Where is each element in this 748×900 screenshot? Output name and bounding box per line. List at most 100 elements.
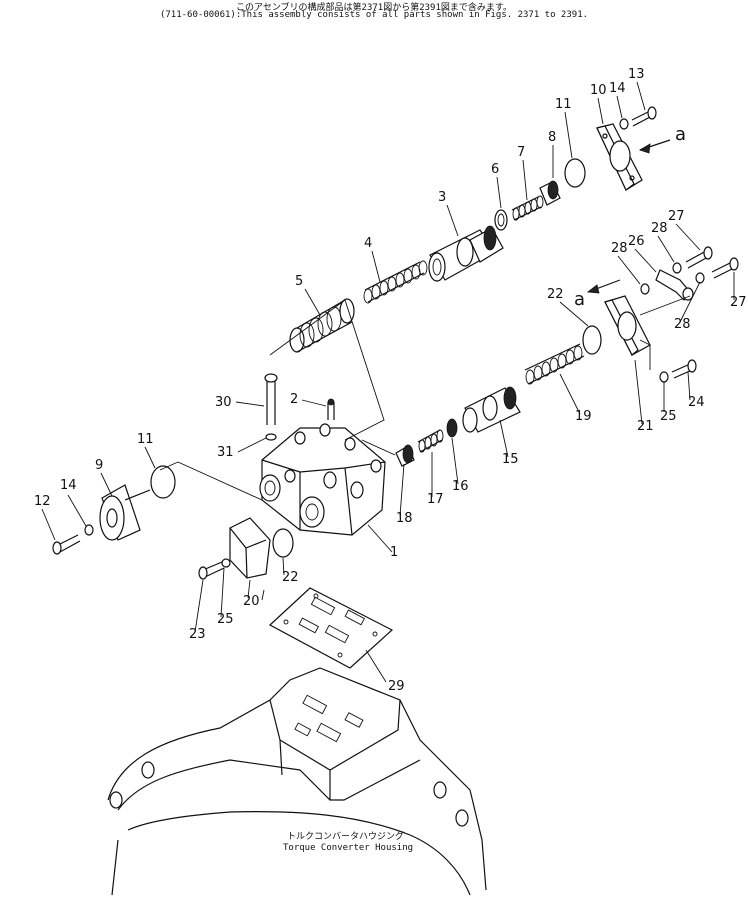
header-note-en: (711-60-00061):This assembly consists of… xyxy=(159,10,589,20)
callout-3-0: 3 xyxy=(438,190,446,205)
leader-line-22-1 xyxy=(282,557,285,576)
leader-line-14-1 xyxy=(67,494,87,527)
leader-line-23-0 xyxy=(194,579,204,633)
callout-28-1: 28 xyxy=(611,241,628,256)
leader-line-5-0 xyxy=(304,288,321,316)
leader-line-26-0 xyxy=(634,248,657,273)
callout-14-1: 14 xyxy=(60,478,77,493)
leader-line-22-0 xyxy=(559,301,589,327)
leader-line-10-0 xyxy=(597,97,604,125)
callout-21-0: 21 xyxy=(637,419,654,434)
part-20-block xyxy=(229,517,271,579)
housing-label-en: Torque Converter Housing xyxy=(283,843,413,853)
part-28-washer-a xyxy=(640,283,650,295)
callout-19-0: 19 xyxy=(575,409,592,424)
callout-30-0: 30 xyxy=(215,395,232,410)
part-11-o-ring-upper xyxy=(564,158,586,188)
part-22-o-ring-lower xyxy=(272,528,294,558)
part-13-bolt xyxy=(631,106,657,127)
leader-line-1-0 xyxy=(367,524,393,553)
part-31-washer xyxy=(265,433,277,441)
callout-15-0: 15 xyxy=(502,452,519,467)
part-16-ring xyxy=(446,418,458,438)
callout-12-0: 12 xyxy=(34,494,51,509)
part-25-washer-right xyxy=(659,371,669,383)
part-22-o-ring-upper xyxy=(582,325,602,355)
part-29-gasket xyxy=(268,587,394,669)
part-24-bolt xyxy=(671,359,697,379)
part-14-washer-left xyxy=(84,524,94,536)
part-17-spring xyxy=(417,429,444,453)
part-21-cover xyxy=(604,295,651,356)
callout-29-0: 29 xyxy=(388,679,405,694)
leader-line-11-1 xyxy=(144,446,156,469)
housing-label-jp: トルクコンバータハウジング xyxy=(287,830,404,842)
leader-line-28-2 xyxy=(679,281,701,323)
leader-line-14-0 xyxy=(616,95,623,119)
callout-16-0: 16 xyxy=(452,479,469,494)
callout-23-0: 23 xyxy=(189,627,206,642)
callout-31-0: 31 xyxy=(217,445,234,460)
leader-line-20-0 xyxy=(247,579,251,599)
part-10-cover xyxy=(596,123,643,191)
leader-line-11-0 xyxy=(564,111,573,159)
part-4-spring xyxy=(363,260,428,304)
leader-line-4-0 xyxy=(371,250,381,283)
header-note-jp: このアセンブリの構成部品は第2371図から第2391図まで含みます。 xyxy=(236,3,512,13)
part-19-spring xyxy=(524,343,585,385)
leader-line-16-0 xyxy=(451,437,459,485)
callout-9-0: 9 xyxy=(95,458,103,473)
part-15-spool xyxy=(462,386,521,433)
view-arrow-label-mid: a xyxy=(574,289,585,310)
part-30-bolt xyxy=(264,373,278,425)
callout-27-0: 27 xyxy=(668,209,685,224)
part-8-plug xyxy=(539,180,561,206)
part-12-bolt xyxy=(52,534,81,555)
leader-line-15-0 xyxy=(499,419,509,458)
part-6-ring xyxy=(494,209,508,231)
part-28-washer-c xyxy=(695,272,705,284)
callout-18-0: 18 xyxy=(396,511,413,526)
leader-line-28-1 xyxy=(617,255,641,285)
callout-4-0: 4 xyxy=(364,236,372,251)
callout-11-1: 11 xyxy=(137,432,154,447)
leader-line-7-0 xyxy=(522,159,528,201)
callout-5-0: 5 xyxy=(295,274,303,289)
callout-26-0: 26 xyxy=(628,234,645,249)
leader-line-24-0 xyxy=(687,371,691,401)
callout-1-0: 1 xyxy=(390,545,398,560)
part-28-washer-b xyxy=(672,262,682,274)
part-26-elbow xyxy=(655,269,694,301)
view-arrow-label-top: a xyxy=(675,124,686,145)
part-14-washer-upper xyxy=(619,118,629,130)
part-18-plug xyxy=(395,444,415,467)
leader-line-3-0 xyxy=(446,204,459,237)
part-7-spring xyxy=(511,195,544,221)
callout-25-0: 25 xyxy=(660,409,677,424)
callout-28-0: 28 xyxy=(651,221,668,236)
part-9-cover xyxy=(99,484,151,541)
callout-22-0: 22 xyxy=(547,287,564,302)
leader-line-13-0 xyxy=(636,81,646,111)
part-2-plug xyxy=(327,398,335,420)
view-arrow-a-mid: a xyxy=(574,279,621,310)
leader-line-30-0 xyxy=(235,401,265,407)
callout-28-2: 28 xyxy=(674,317,691,332)
part-27-bolt-b xyxy=(711,257,739,279)
leader-line-29-0 xyxy=(365,649,387,683)
callout-11-0: 11 xyxy=(555,97,572,112)
part-25-washer-left xyxy=(221,558,231,568)
callout-24-0: 24 xyxy=(688,395,705,410)
callout-22-1: 22 xyxy=(282,570,299,585)
assembly-leader-lines xyxy=(159,295,691,601)
leader-line-18-0 xyxy=(399,463,405,517)
callout-2-0: 2 xyxy=(290,392,298,407)
callout-27-1: 27 xyxy=(730,295,747,310)
part-27-bolt-a xyxy=(685,246,713,269)
leader-line-28-0 xyxy=(657,235,675,263)
leader-line-31-0 xyxy=(237,437,267,453)
callout-13-0: 13 xyxy=(628,67,645,82)
part-1-valve-body xyxy=(259,423,386,536)
